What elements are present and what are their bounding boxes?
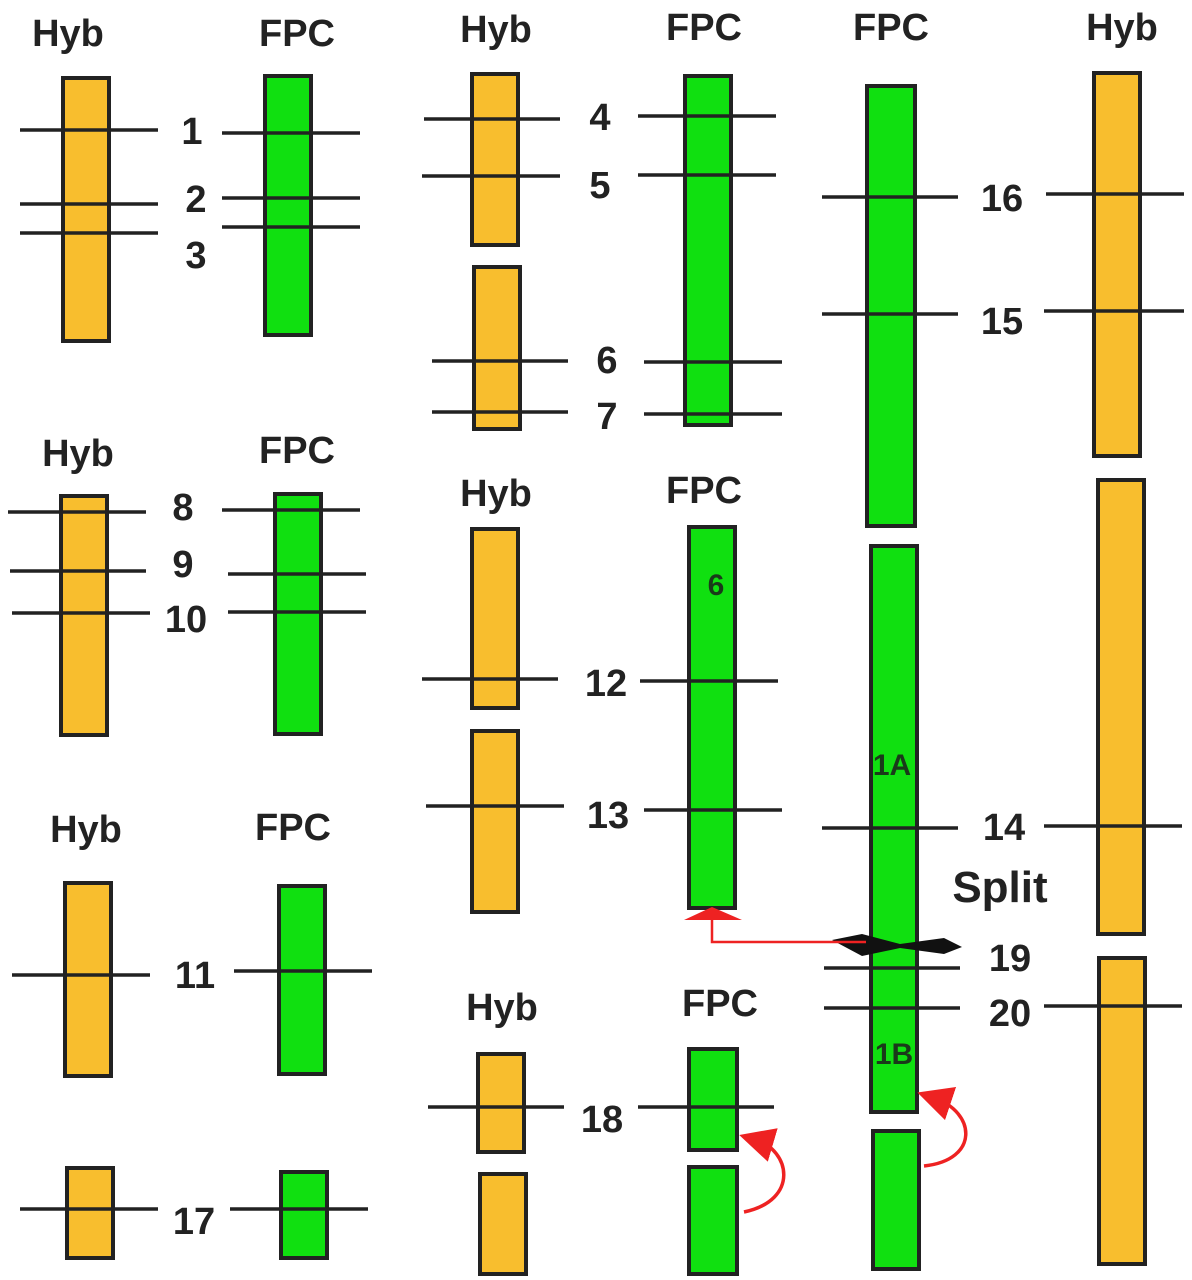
fpc-bar bbox=[687, 1047, 739, 1152]
split-connector bbox=[684, 907, 866, 944]
fpc-bar bbox=[273, 492, 323, 736]
split-mark bbox=[832, 934, 962, 956]
hyb-bar bbox=[470, 72, 520, 247]
group-7: FPC Hyb 1A 1B 16 15 14 Split 19 20 bbox=[822, 7, 1184, 1271]
hyb-header: Hyb bbox=[1086, 7, 1158, 49]
hyb-bar bbox=[478, 1172, 528, 1276]
hyb-bar bbox=[470, 729, 520, 914]
hyb-bar bbox=[59, 494, 109, 737]
marker-label: 10 bbox=[165, 599, 207, 641]
group-4: Hyb FPC 4 5 6 7 bbox=[422, 7, 782, 438]
hyb-bar bbox=[1096, 478, 1146, 936]
contig-label-1a: 1A bbox=[873, 749, 911, 782]
contig-label-6: 6 bbox=[708, 569, 725, 602]
fpc-bar bbox=[277, 884, 327, 1076]
fpc-header: FPC bbox=[666, 470, 742, 512]
marker-label: 15 bbox=[981, 301, 1023, 343]
marker-label: 7 bbox=[596, 396, 617, 438]
fpc-header: FPC bbox=[255, 807, 331, 849]
fpc-header: FPC bbox=[682, 983, 758, 1025]
marker-label: 13 bbox=[587, 795, 629, 837]
hyb-bar bbox=[65, 1166, 115, 1260]
marker-label: 19 bbox=[989, 938, 1031, 980]
fpc-header: FPC bbox=[259, 13, 335, 55]
hyb-header: Hyb bbox=[32, 13, 104, 55]
hyb-bar bbox=[63, 881, 113, 1078]
marker-label: 18 bbox=[581, 1099, 623, 1141]
marker-label: 2 bbox=[185, 179, 206, 221]
group-2: Hyb FPC 8 9 10 bbox=[8, 430, 366, 737]
fpc-bar bbox=[871, 1129, 921, 1271]
marker-label: 14 bbox=[983, 807, 1025, 849]
hyb-bar bbox=[1092, 71, 1142, 458]
fpc-bar bbox=[263, 74, 313, 337]
fpc-bar bbox=[683, 74, 733, 427]
fpc-header: FPC bbox=[666, 7, 742, 49]
hyb-bar bbox=[1097, 956, 1147, 1266]
marker-label: 16 bbox=[981, 178, 1023, 220]
hyb-header: Hyb bbox=[42, 433, 114, 475]
hyb-bar bbox=[61, 76, 111, 343]
reorder-arrow bbox=[739, 1128, 786, 1214]
marker-label: 11 bbox=[175, 955, 215, 997]
fpc-bar bbox=[865, 84, 917, 528]
connector-arrowhead bbox=[684, 907, 742, 920]
fpc-bar bbox=[279, 1170, 329, 1260]
group-6: Hyb FPC 18 bbox=[428, 983, 786, 1276]
marker-label: 4 bbox=[589, 97, 610, 139]
marker-label: 6 bbox=[596, 340, 617, 382]
hyb-header: Hyb bbox=[50, 809, 122, 851]
marker-label: 17 bbox=[173, 1201, 215, 1243]
marker-label: 5 bbox=[589, 165, 610, 207]
split-label: Split bbox=[952, 863, 1048, 912]
group-5: Hyb FPC 6 12 13 bbox=[422, 470, 782, 914]
group-1: Hyb FPC 1 2 3 bbox=[20, 13, 360, 343]
hyb-bar bbox=[472, 265, 522, 431]
hyb-bar bbox=[470, 527, 520, 710]
reorder-arrow bbox=[917, 1086, 968, 1168]
marker-label: 8 bbox=[172, 487, 193, 529]
fpc-header: FPC bbox=[853, 7, 929, 49]
marker-label: 1 bbox=[181, 111, 202, 153]
marker-label: 20 bbox=[989, 993, 1031, 1035]
contig-label-1b: 1B bbox=[875, 1038, 913, 1071]
marker-label: 3 bbox=[185, 235, 206, 277]
connector-line bbox=[710, 918, 866, 944]
fpc-bar bbox=[687, 525, 737, 910]
hyb-header: Hyb bbox=[460, 473, 532, 515]
marker-label: 9 bbox=[172, 544, 193, 586]
hyb-bar bbox=[476, 1052, 526, 1154]
marker-label: 12 bbox=[585, 663, 627, 705]
hyb-header: Hyb bbox=[466, 987, 538, 1029]
fpc-bar bbox=[687, 1165, 739, 1276]
fpc-header: FPC bbox=[259, 430, 335, 472]
group-3: Hyb FPC 11 17 bbox=[12, 807, 372, 1260]
hyb-header: Hyb bbox=[460, 9, 532, 51]
